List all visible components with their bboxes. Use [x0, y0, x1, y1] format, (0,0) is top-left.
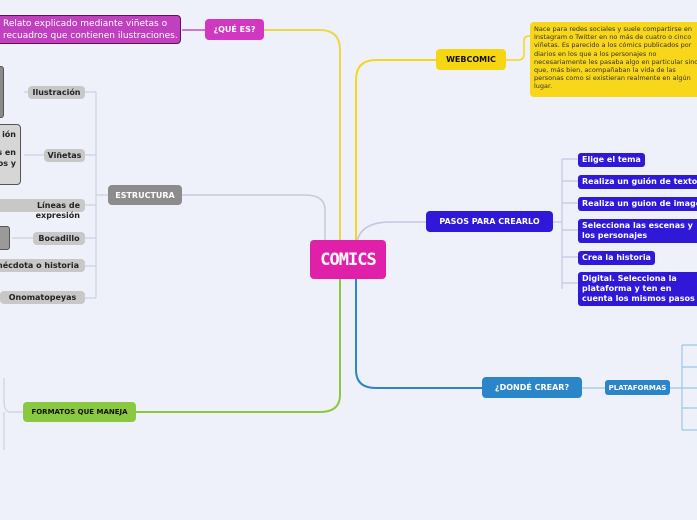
definition-box[interactable]: Relato explicado mediante viñetas o recu… — [0, 15, 181, 44]
vinetas-detail-line-2: s en — [0, 148, 16, 157]
central-topic-label: COMICS — [320, 249, 376, 270]
webcomic-note: Nace para redes sociales y suele compart… — [530, 22, 697, 97]
estructura-label: ESTRUCTURA — [115, 190, 175, 200]
structure-item-lineas[interactable]: Líneas de expresión — [0, 199, 85, 220]
structure-item-anecdota[interactable]: Anécdota o historia — [0, 259, 85, 272]
structure-item-bocadillo[interactable]: Bocadillo — [33, 232, 85, 245]
donde-topic[interactable]: ¿DONDÉ CREAR? — [482, 377, 582, 398]
structure-item-onomatopeyas[interactable]: Onomatopeyas — [0, 291, 85, 304]
structure-item-vinetas[interactable]: Viñetas — [44, 149, 85, 162]
que-es-label: ¿QUÉ ES? — [213, 25, 256, 34]
pasos-topic[interactable]: PASOS PARA CREARLO — [426, 211, 553, 232]
central-topic[interactable]: COMICS — [310, 240, 386, 279]
step-2[interactable]: Realiza un guión de texto — [578, 175, 697, 189]
step-5[interactable]: Crea la historia — [578, 251, 655, 265]
vinetas-detail-box: ión s en os y — [0, 124, 21, 185]
formatos-topic[interactable]: FORMATOS QUE MANEJA — [23, 402, 136, 422]
webcomic-label: WEBCOMIC — [446, 55, 496, 64]
webcomic-topic[interactable]: WEBCOMIC — [436, 49, 506, 70]
structure-item-ilustracion[interactable]: Ilustración — [28, 86, 85, 99]
plataformas-topic[interactable]: PLATAFORMAS — [605, 380, 670, 395]
ilustracion-image — [0, 66, 4, 118]
estructura-topic[interactable]: ESTRUCTURA — [108, 185, 182, 205]
definition-line-2: recuadros que contienen ilustraciones. — [3, 31, 178, 41]
bocadillo-image — [0, 226, 10, 250]
vinetas-detail-line-3: os y — [0, 159, 16, 168]
pasos-label: PASOS PARA CREARLO — [439, 217, 540, 226]
step-6[interactable]: Digital. Selecciona la plataforma y ten … — [578, 272, 697, 306]
formatos-label: FORMATOS QUE MANEJA — [31, 408, 128, 416]
webcomic-note-text: Nace para redes sociales y suele compart… — [534, 25, 697, 91]
step-3[interactable]: Realiza un guion de imagen — [578, 197, 697, 211]
step-1[interactable]: Elige el tema — [578, 153, 645, 167]
plataformas-label: PLATAFORMAS — [608, 383, 667, 392]
vinetas-detail-line-1: ión — [2, 130, 16, 139]
step-4[interactable]: Selecciona las escenas y los personajes — [578, 219, 697, 243]
donde-label: ¿DONDÉ CREAR? — [494, 383, 570, 392]
que-es-topic[interactable]: ¿QUÉ ES? — [205, 19, 264, 40]
definition-line-1: Relato explicado mediante viñetas o — [3, 19, 168, 29]
